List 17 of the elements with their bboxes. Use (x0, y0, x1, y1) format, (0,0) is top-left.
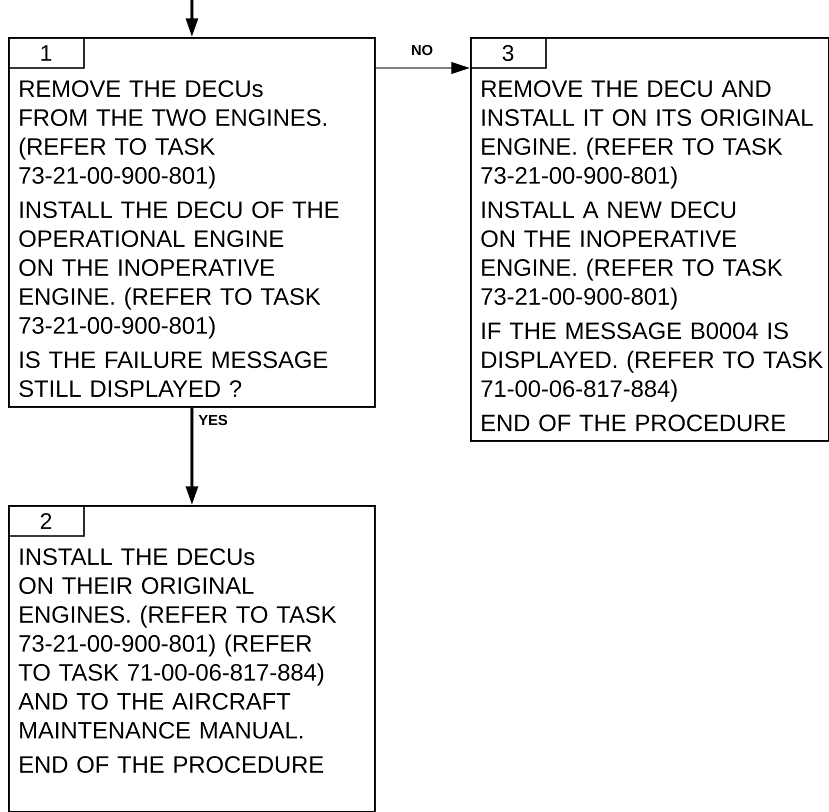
edge-label: YES (198, 414, 228, 426)
step-number: 1 (41, 45, 52, 61)
step-number: 3 (502, 44, 514, 62)
step-number: 2 (40, 513, 52, 529)
procedure-box (470, 37, 829, 442)
instruction-text: END OF THE PROCEDURE (20, 756, 324, 773)
instruction-text: REMOVE THE DECUs FROM THE TWO ENGINES. (REFER TO TASK 73-21-00-900-801) (19, 80, 326, 189)
instruction-text: INSTALL A NEW DECU ON THE INOPERATIVE ENGINE. (REFER TO TASK 73-21-00-900-801) (481, 201, 782, 310)
edge-label: NO (412, 44, 432, 56)
instruction-text: INSTALL THE DECUs ON THEIR ORIGINAL ENGINES. (REFER TO TASK 73-21-00-900-801) (REFER TO TASK 71-00-06-817-884) AND TO THE AIRCRAFT MAINTENANCE MANUAL. (18, 548, 336, 739)
instruction-text: IS THE FAILURE MESSAGE STILL DISPLAYED ? (19, 351, 328, 398)
instruction-text: INSTALL THE DECU OF THE OPERATIONAL ENGINE ON THE INOPERATIVE ENGINE. (REFER TO TASK 73-21-00-900-801) (19, 201, 339, 339)
instruction-text: REMOVE THE DECU AND INSTALL IT ON ITS ORIGINAL ENGINE. (REFER TO TASK 73-21-00-900-801) (481, 80, 813, 189)
instruction-text: IF THE MESSAGE B0004 IS DISPLAYED. (REFER TO TASK 71-00-06-817-884) (481, 322, 823, 402)
instruction-text: END OF THE PROCEDURE (482, 414, 786, 432)
procedure-box (8, 37, 376, 408)
procedure-box (8, 505, 376, 812)
